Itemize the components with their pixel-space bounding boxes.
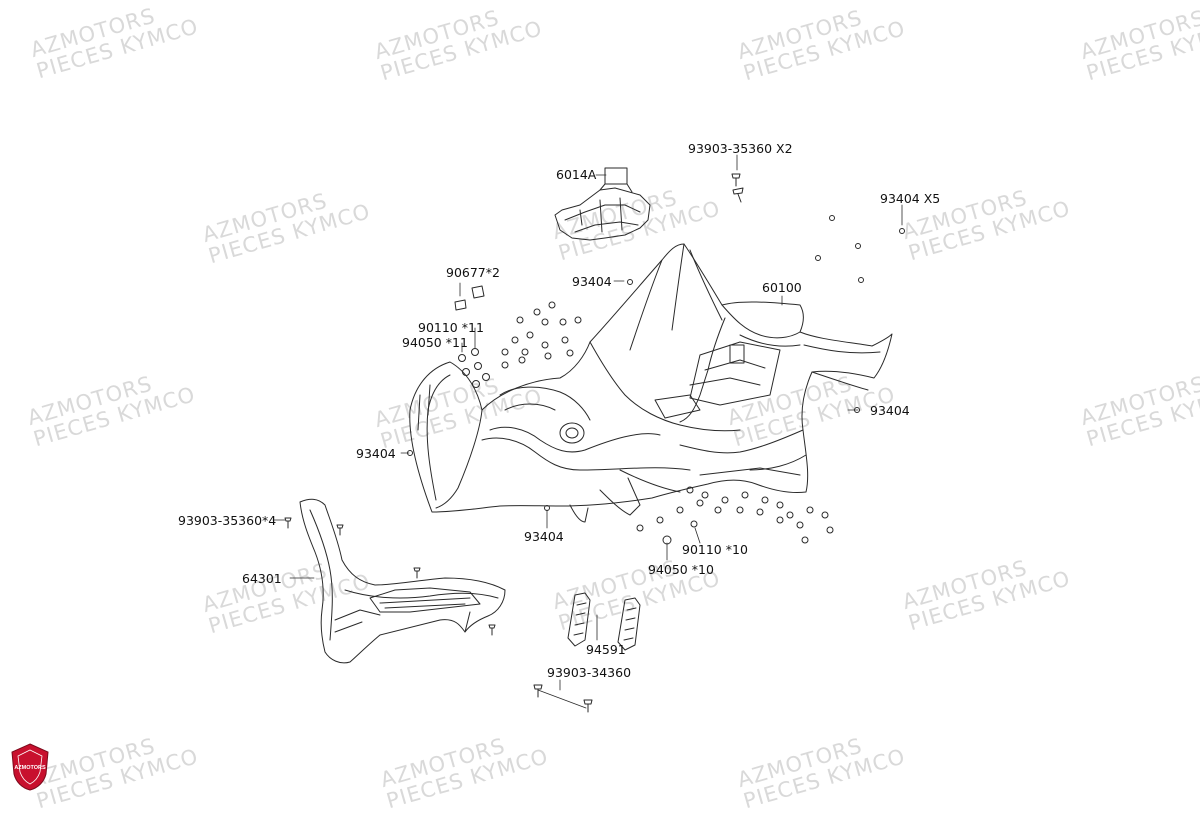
part-label-93903-35360-4: 93903-35360*4 <box>178 513 277 528</box>
part-label-94050-10: 94050 *10 <box>648 562 714 577</box>
front-body-panel <box>409 243 893 523</box>
part-label-93404: 93404 <box>572 274 612 289</box>
front-bumper-64301 <box>299 498 506 664</box>
part-label-94591: 94591 <box>586 642 626 657</box>
screw <box>336 524 344 536</box>
part-label-94050-11: 94050 *11 <box>402 335 468 350</box>
part-label-93404: 93404 <box>356 446 396 461</box>
fasteners <box>284 173 905 713</box>
azmotors-logo: AZMOTORS <box>11 743 49 791</box>
part-label-90110-11: 90110 *11 <box>418 320 484 335</box>
part-label-60100: 60100 <box>762 280 802 295</box>
part-label-90110-10: 90110 *10 <box>682 542 748 557</box>
part-label-93903-34360: 93903-34360 <box>547 665 632 680</box>
part-label-93404: 93404 <box>870 403 910 418</box>
footrests-94591 <box>567 592 641 651</box>
part-label-64301: 64301 <box>242 571 282 586</box>
part-label-93903-35360-x2: 93903-35360 X2 <box>688 141 793 156</box>
screw <box>583 699 593 713</box>
screw <box>488 624 496 636</box>
svg-text:AZMOTORS: AZMOTORS <box>14 765 46 771</box>
screw <box>284 517 292 529</box>
part-label-6014A: 6014A <box>556 167 597 182</box>
screw <box>732 187 744 203</box>
part-label-93404: 93404 <box>524 529 564 544</box>
part-label-90677: 90677*2 <box>446 265 500 280</box>
screw <box>533 684 543 698</box>
leader-lines <box>272 154 903 709</box>
screw <box>413 567 421 579</box>
bracket-6014A <box>554 167 651 241</box>
screw <box>731 173 741 187</box>
part-label-93404-x5: 93404 X5 <box>880 191 941 206</box>
